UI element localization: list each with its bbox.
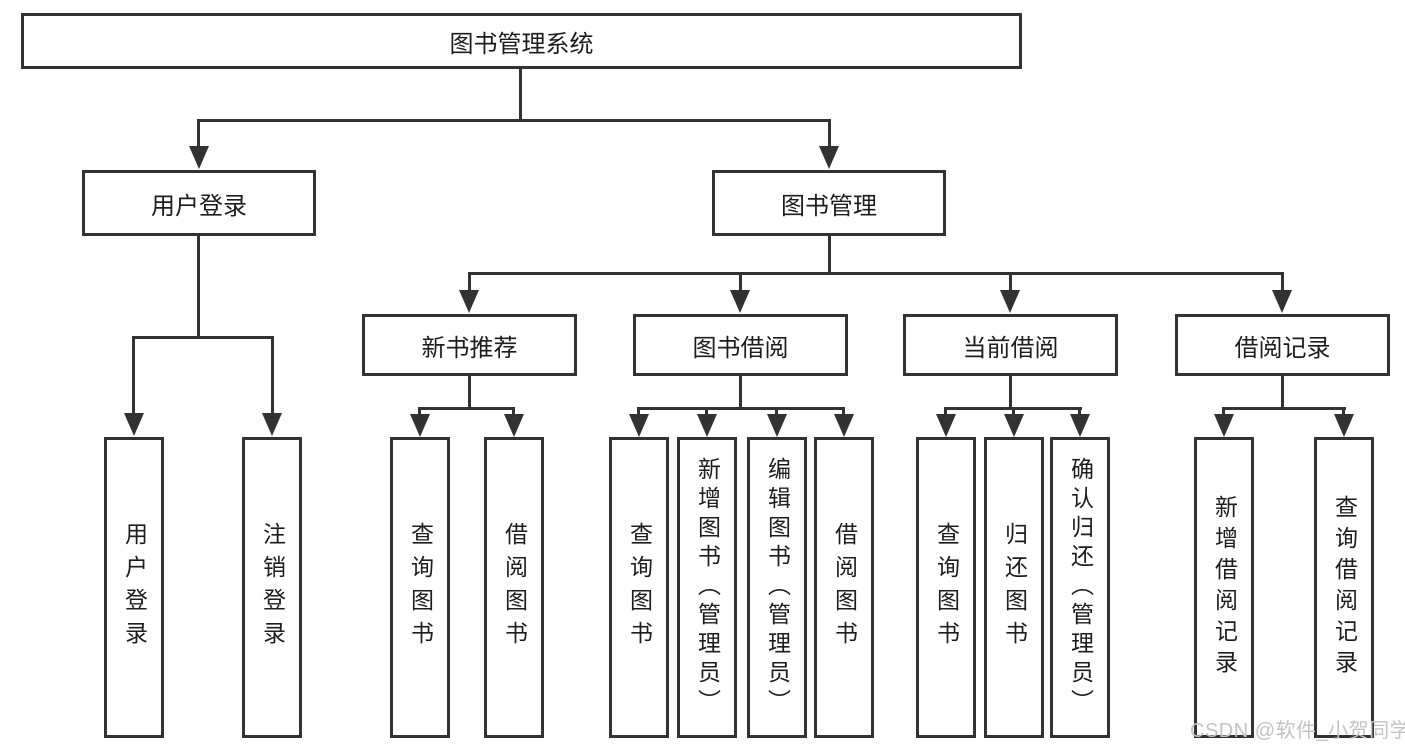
edge-to-leaf: [1012, 407, 1015, 415]
edge-book-borrow-stem: [739, 376, 742, 407]
arrow-down-icon: [730, 290, 750, 313]
arrow-down-icon: [1214, 414, 1234, 437]
edge-new-book-rail: [418, 407, 515, 410]
arrow-down-icon: [697, 414, 717, 437]
leaf-label: 编辑图书（管理员）: [764, 457, 791, 718]
edge-to-borrow-records: [1281, 272, 1284, 291]
leaf-label: 新增图书（管理员）: [694, 457, 721, 718]
leaf-add-books-admin: 新增图书（管理员）: [677, 437, 737, 738]
edge-to-leaf: [944, 407, 947, 415]
arrow-down-icon: [1070, 414, 1090, 437]
node-book-management-system: 图书管理系统: [21, 13, 1022, 69]
leaf-label: 查询图书: [933, 521, 960, 654]
edge-book-management-rail: [468, 272, 1284, 275]
leaf-confirm-return-admin: 确认归还（管理员）: [1050, 437, 1110, 738]
arrow-down-icon: [767, 414, 787, 437]
leaf-query-borrow-record: 查询借阅记录: [1314, 437, 1374, 738]
leaf-label: 借阅图书: [831, 521, 858, 654]
edge-current-borrow-stem: [1009, 376, 1012, 407]
arrow-down-icon: [262, 413, 282, 436]
edge-book-management-stem: [828, 236, 831, 272]
edge-to-leaf: [512, 407, 515, 415]
edge-borrow-records-rail: [1222, 407, 1346, 410]
edge-to-leaf: [775, 407, 778, 415]
leaf-label: 确认归还（管理员）: [1067, 457, 1094, 718]
edge-to-leaf-logout: [271, 336, 274, 414]
leaf-label: 新增借阅记录: [1211, 494, 1238, 681]
arrow-down-icon: [936, 414, 956, 437]
edge-user-login-rail: [132, 336, 274, 339]
leaf-edit-books-admin: 编辑图书（管理员）: [747, 437, 807, 738]
edge-root-stem: [519, 69, 522, 119]
leaf-label: 查询图书: [626, 521, 653, 654]
node-user-login: 用户登录: [82, 170, 316, 236]
leaf-add-borrow-record: 新增借阅记录: [1194, 437, 1254, 738]
leaf-query-books-current: 查询图书: [916, 437, 976, 738]
arrow-down-icon: [1004, 414, 1024, 437]
edge-to-book-management: [828, 119, 831, 148]
edge-to-current-borrow: [1009, 272, 1012, 291]
leaf-query-books-borrow: 查询图书: [609, 437, 669, 738]
node-current-borrow: 当前借阅: [903, 314, 1118, 376]
arrow-down-icon: [410, 414, 430, 437]
leaf-return-books: 归还图书: [984, 437, 1044, 738]
leaf-borrow-books-recommend: 借阅图书: [484, 437, 544, 738]
edge-book-borrow-rail: [637, 407, 845, 410]
arrow-down-icon: [124, 413, 144, 436]
edge-new-book-stem: [468, 376, 471, 407]
edge-to-leaf: [1222, 407, 1225, 415]
arrow-down-icon: [834, 414, 854, 437]
edge-borrow-records-stem: [1281, 376, 1284, 407]
edge-to-leaf: [842, 407, 845, 415]
node-borrow-records: 借阅记录: [1175, 314, 1390, 376]
arrow-down-icon: [1334, 414, 1354, 437]
edge-to-leaf: [1342, 407, 1345, 415]
node-book-borrow: 图书借阅: [633, 314, 848, 376]
leaf-borrow-books: 借阅图书: [814, 437, 874, 738]
leaf-label: 查询借阅记录: [1331, 494, 1358, 681]
leaf-label: 查询图书: [407, 521, 434, 654]
leaf-query-books-recommend: 查询图书: [390, 437, 450, 738]
csdn-watermark: CSDN @软件_小贺同学: [1190, 720, 1405, 742]
leaf-label: 用户登录: [121, 521, 148, 654]
leaf-label: 归还图书: [1001, 521, 1028, 654]
leaf-logout: 注销登录: [242, 437, 302, 738]
edge-to-new-book-recommend: [468, 272, 471, 291]
edge-to-leaf: [637, 407, 640, 415]
node-book-management: 图书管理: [712, 170, 946, 236]
arrow-down-icon: [504, 414, 524, 437]
edge-to-leaf: [1078, 407, 1081, 415]
leaf-user-login: 用户登录: [104, 437, 164, 738]
edge-to-leaf: [418, 407, 421, 415]
arrow-down-icon: [629, 414, 649, 437]
edge-to-user-login: [197, 119, 200, 148]
edge-to-leaf-user-login: [132, 336, 135, 414]
leaf-label: 借阅图书: [501, 521, 528, 654]
edge-user-login-stem: [197, 236, 200, 336]
edge-to-leaf: [705, 407, 708, 415]
arrow-down-icon: [189, 146, 209, 169]
arrow-down-icon: [459, 290, 479, 313]
arrow-down-icon: [819, 146, 839, 169]
edge-root-rail: [197, 119, 831, 122]
node-new-book-recommend: 新书推荐: [362, 314, 577, 376]
arrow-down-icon: [1272, 290, 1292, 313]
edge-to-book-borrow: [739, 272, 742, 291]
leaf-label: 注销登录: [259, 521, 286, 654]
arrow-down-icon: [1000, 290, 1020, 313]
